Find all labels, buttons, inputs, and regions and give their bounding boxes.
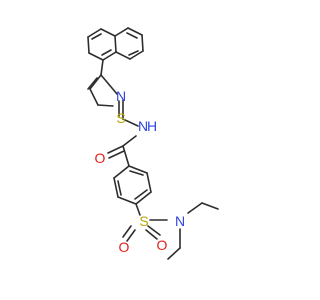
bond: [135, 191, 152, 205]
bond: [187, 202, 203, 214]
bond: [88, 52, 104, 61]
double-bond-inner: [126, 32, 138, 39]
bond: [127, 27, 143, 36]
bond: [87, 28, 102, 38]
amide-group: [107, 135, 137, 167]
bond-naphthyl-thiazole: [100, 59, 104, 76]
bond: [97, 104, 114, 107]
atom-label-sulfonamide-nitrogen: N: [175, 213, 185, 229]
atom-label-sulfur-thiazole: S: [116, 110, 125, 126]
bond: [128, 165, 148, 174]
bond: [117, 196, 137, 205]
double-bond-inner: [91, 33, 102, 40]
bond: [141, 34, 144, 52]
double-bond: [108, 150, 125, 159]
bond: [87, 36, 90, 54]
bond: [167, 247, 181, 260]
bond: [126, 229, 136, 242]
benzene-ring: [113, 165, 152, 205]
atom-label-sulfonyl-sulfur: S: [139, 213, 148, 229]
atom-label-amide-nitrogen: N: [138, 118, 148, 134]
bond: [129, 50, 144, 60]
bond: [146, 172, 152, 193]
atom-label-nitrogen-thiazole: N: [116, 88, 126, 104]
atom-label-amide-oxygen: O: [95, 150, 106, 166]
double-bond-inner: [134, 189, 148, 200]
molecule-structure-diagram: N S N H O S O O N: [0, 0, 300, 300]
bond: [107, 145, 124, 154]
double-bond: [145, 229, 158, 240]
bond-thiazole-amide-nitrogen: [122, 118, 139, 127]
naphthalene-ring-a: [87, 28, 117, 61]
double-bond: [122, 225, 132, 238]
naphthalene-ring-b: [114, 27, 144, 60]
bond: [114, 27, 129, 37]
bond: [89, 74, 102, 90]
diethylamino-group: [167, 202, 219, 260]
atom-label-amide-hydrogen: H: [147, 118, 157, 134]
bond: [102, 51, 117, 61]
bond-benzene-sulfonyl: [135, 203, 141, 216]
sulfonyl-group: [122, 219, 168, 242]
bond: [115, 51, 131, 60]
atom-labels: N S N H O S O O N: [95, 88, 186, 255]
thiazole-ring: [87, 74, 124, 120]
atom-label-sulfonyl-oxygen-left: O: [119, 239, 130, 255]
bond: [89, 88, 99, 106]
bond: [113, 165, 130, 179]
bond: [147, 225, 161, 236]
double-bond-inner: [117, 180, 122, 196]
bond: [100, 74, 118, 95]
bond: [114, 35, 117, 53]
bond: [100, 28, 116, 37]
bond: [122, 135, 137, 147]
bond: [122, 145, 130, 167]
double-bond-inner: [87, 77, 98, 90]
bond: [113, 177, 119, 198]
bond: [201, 202, 219, 210]
double-bond-inner: [129, 170, 144, 176]
double-bond-inner: [128, 50, 139, 56]
double-bond-inner: [101, 49, 112, 56]
atom-label-sulfonyl-oxygen-right: O: [157, 237, 168, 253]
diagram-background: [0, 0, 300, 300]
